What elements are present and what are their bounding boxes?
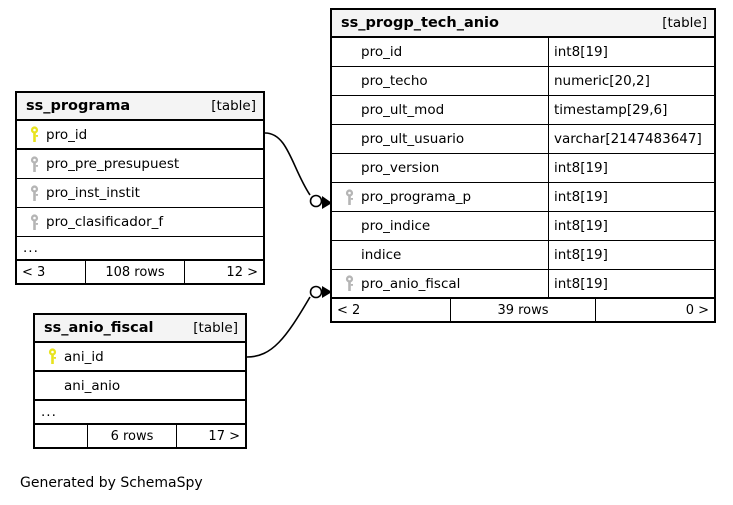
column-type: int8[19] [548, 270, 714, 297]
more-columns-indicator[interactable]: ... [17, 237, 263, 261]
primary-key-icon [41, 348, 63, 365]
foreign-key-icon [338, 275, 360, 292]
key-glyph [30, 155, 38, 172]
key-glyph [30, 184, 38, 201]
column-name-cell: pro_version [332, 154, 548, 182]
key-glyph [30, 126, 38, 142]
column-name: pro_anio_fiscal [361, 275, 461, 292]
footer-row-count: 108 rows [85, 261, 185, 283]
column-type: int8[19] [548, 154, 714, 182]
table-header: ss_progp_tech_anio [table] [332, 10, 714, 38]
table-header: ss_programa [table] [17, 93, 263, 121]
footer-parents-count[interactable]: < 2 [337, 302, 361, 318]
footer-parents-count[interactable] [35, 425, 87, 447]
column-name: pro_techo [361, 73, 428, 89]
column-name-cell: pro_techo [332, 67, 548, 95]
column-type: int8[19] [548, 183, 714, 211]
column-name-cell: pro_pre_presupuest [17, 150, 263, 178]
table-footer: < 2 39 rows 0 > [332, 299, 714, 321]
relationship-edge-anio-to-progp [246, 285, 332, 358]
column-type: int8[19] [548, 212, 714, 240]
key-glyph [48, 348, 56, 364]
table-title: ss_programa [26, 98, 131, 114]
column-name-cell: pro_inst_instit [17, 179, 263, 207]
table-type-tag: [table] [662, 15, 707, 31]
foreign-key-icon [23, 213, 45, 231]
table-title: ss_anio_fiscal [44, 320, 154, 336]
column-name: pro_clasificador_f [46, 214, 164, 230]
footer-children-count[interactable]: 0 > [685, 302, 709, 318]
table-row[interactable]: pro_id int8[19] [332, 38, 714, 67]
generated-by-label: Generated by SchemaSpy [20, 475, 203, 491]
key-glyph [345, 188, 353, 205]
key-glyph [30, 213, 38, 230]
column-name: indice [361, 247, 402, 263]
table-type-tag: [table] [211, 98, 256, 114]
footer-children-count[interactable]: 12 > [226, 264, 258, 280]
table-row[interactable]: ani_id [35, 343, 245, 372]
column-name: ani_anio [64, 377, 121, 394]
column-type: int8[19] [548, 241, 714, 269]
column-name-cell: pro_ult_usuario [332, 125, 548, 153]
column-name-cell: pro_ult_mod [332, 96, 548, 124]
column-name: pro_version [361, 160, 440, 176]
column-name-cell: indice [332, 241, 548, 269]
footer-row-count: 39 rows [450, 299, 596, 321]
table-row[interactable]: pro_ult_usuario varchar[2147483647] [332, 125, 714, 154]
table-row[interactable]: pro_pre_presupuest [17, 150, 263, 179]
table-row[interactable]: pro_ult_mod timestamp[29,6] [332, 96, 714, 125]
primary-key-icon [23, 126, 45, 143]
table-ss-programa[interactable]: ss_programa [table] pro_id [15, 91, 265, 285]
table-footer: < 3 108 rows 12 > [17, 261, 263, 283]
column-name-cell: pro_programa_p [332, 183, 548, 211]
column-name: pro_pre_presupuest [46, 156, 180, 172]
more-columns-indicator[interactable]: ... [35, 401, 245, 425]
column-name-cell: ani_id [35, 343, 245, 370]
column-type: int8[19] [548, 38, 714, 66]
table-type-tag: [table] [193, 320, 238, 336]
column-name: pro_programa_p [361, 189, 472, 205]
table-row[interactable]: pro_anio_fiscal int8[19] [332, 270, 714, 299]
foreign-key-icon [23, 155, 45, 173]
footer-parents-count[interactable]: < 3 [22, 264, 46, 280]
table-ss-progp-tech-anio[interactable]: ss_progp_tech_anio [table] pro_id int8[1… [330, 8, 716, 323]
column-type: varchar[2147483647] [548, 125, 714, 153]
footer-row-count: 6 rows [87, 425, 177, 447]
table-row[interactable]: pro_version int8[19] [332, 154, 714, 183]
table-row[interactable]: ani_anio [35, 372, 245, 401]
column-name: pro_ult_usuario [361, 131, 465, 147]
edge-zero-marker [309, 194, 323, 208]
key-glyph [345, 275, 353, 291]
table-footer: 6 rows 17 > [35, 425, 245, 447]
table-row[interactable]: pro_clasificador_f [17, 208, 263, 237]
column-name: pro_ult_mod [361, 102, 445, 118]
column-name: ani_id [64, 348, 104, 365]
table-row[interactable]: pro_techo numeric[20,2] [332, 67, 714, 96]
edge-zero-marker [309, 285, 323, 299]
column-name-cell: pro_id [17, 121, 263, 148]
column-name-cell: pro_anio_fiscal [332, 270, 548, 297]
column-name: pro_id [361, 44, 403, 60]
column-type: timestamp[29,6] [548, 96, 714, 124]
table-row[interactable]: indice int8[19] [332, 241, 714, 270]
table-row[interactable]: pro_programa_p int8[19] [332, 183, 714, 212]
table-title: ss_progp_tech_anio [341, 15, 499, 31]
column-name-cell: ani_anio [35, 372, 245, 399]
foreign-key-icon [23, 184, 45, 202]
column-name-cell: pro_clasificador_f [17, 208, 263, 236]
relationship-edge-programa-to-progp [264, 132, 332, 209]
column-type: numeric[20,2] [548, 67, 714, 95]
column-name: pro_inst_instit [46, 185, 140, 201]
table-ss-anio-fiscal[interactable]: ss_anio_fiscal [table] ani_id [33, 313, 247, 449]
table-row[interactable]: pro_inst_instit [17, 179, 263, 208]
footer-children-count[interactable]: 17 > [208, 428, 240, 444]
column-name-cell: pro_indice [332, 212, 548, 240]
table-row[interactable]: pro_indice int8[19] [332, 212, 714, 241]
table-row[interactable]: pro_id [17, 121, 263, 150]
column-name-cell: pro_id [332, 38, 548, 66]
foreign-key-icon [338, 188, 360, 206]
table-header: ss_anio_fiscal [table] [35, 315, 245, 343]
column-name: pro_id [46, 126, 88, 143]
column-name: pro_indice [361, 218, 431, 234]
